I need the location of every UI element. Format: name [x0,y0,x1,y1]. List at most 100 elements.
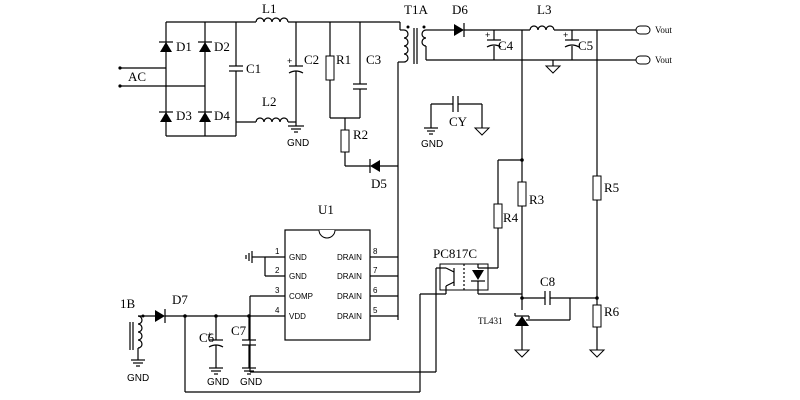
r6-label: R6 [604,304,620,319]
aux-winding-1b [129,314,155,367]
gnd-label-top: GND [287,138,309,149]
vout-terminal-2 [630,55,651,65]
c1-label: C1 [246,61,261,76]
u1-pin7-name: DRAIN [337,272,362,281]
diode-d5 [369,159,380,173]
u1-pin6-name: DRAIN [337,292,362,301]
ground-symbol-top [288,125,304,133]
capacitor-c1 [229,22,243,136]
r4-label: R4 [503,210,519,225]
comp-feedback-wire [249,296,437,373]
u1-pin5-name: DRAIN [337,312,362,321]
capacitor-c4: + [485,30,502,60]
resistor-r5 [592,175,602,201]
ground-symbol-u1 [245,251,265,263]
c4-label: C4 [498,38,514,53]
gnd-label-c6: GND [207,377,229,388]
inductor-l2 [236,117,296,123]
vout-label-1: Vout [655,25,672,35]
controller-u1 [284,229,371,341]
u1-pin5-num: 5 [373,306,378,315]
r5-label: R5 [604,180,619,195]
u1-pin1-name: GND [289,253,307,262]
c2-label: C2 [304,52,319,67]
transformer-t1a [397,22,520,320]
svg-text:+: + [563,30,568,40]
d1-label: D1 [176,39,192,54]
u1-pin-4: 4 VDD [185,306,306,321]
tl431-label: TL431 [478,316,503,326]
resistor-r2 [340,129,350,153]
r2-label: R2 [353,127,368,142]
bridge-rectifier: D1 D2 D3 D4 [159,21,236,137]
tl431-regulator [513,274,571,358]
u1-pin2-num: 2 [275,266,280,275]
gnd-label-b: GND [127,373,149,384]
resistor-r3 [517,181,527,207]
d3-label: D3 [176,108,192,123]
ground-symbol-secondary [544,60,562,74]
l1-label: L1 [262,1,276,16]
u1-label: U1 [318,202,334,217]
vout-terminal-1 [630,25,651,35]
diode-d2 [198,41,212,52]
resistor-r4 [493,203,503,229]
gnd-label-c7: GND [240,377,262,388]
ac-label: AC [128,69,146,84]
b1-label: 1B [120,296,136,311]
resistor-r1 [325,55,335,81]
diode-d4 [198,111,212,122]
u1-pin2-name: GND [289,272,307,281]
cy-label: CY [449,114,468,129]
diode-d3 [159,111,173,122]
u1-pin7-num: 7 [373,266,378,275]
c7-label: C7 [231,323,247,338]
gnd-label-cy: GND [421,139,443,150]
u1-pin8-name: DRAIN [337,253,362,262]
capacitor-c7 [242,316,256,375]
u1-pin4-name: VDD [289,312,306,321]
optocoupler-pc817c [419,263,522,392]
c8-label: C8 [540,274,555,289]
inductor-l1 [236,17,330,23]
d5-label: D5 [371,176,387,191]
u1-pin-3: 3 COMP [250,286,313,301]
snubber-network [325,21,400,173]
d4-label: D4 [214,108,230,123]
l3-label: L3 [537,2,551,17]
svg-text:+: + [207,330,212,340]
u1-pin3-num: 3 [275,286,280,295]
u1-pin-7: 7 DRAIN [337,266,398,281]
u1-pin8-num: 8 [373,247,378,256]
t1a-label: T1A [404,2,428,17]
pc817c-label: PC817C [433,246,477,261]
u1-pin1-num: 1 [275,247,280,256]
u1-pin-2: 2 GND [265,266,307,281]
d7-label: D7 [172,292,188,307]
vout-label-2: Vout [655,55,672,65]
u1-pin-6: 6 DRAIN [337,286,398,301]
u1-pin-5: 5 DRAIN [337,306,398,321]
r3-label: R3 [529,192,544,207]
capacitor-c6: + [207,316,224,375]
u1-pin-1: 1 GND [265,247,307,262]
l2-label: L2 [262,94,276,109]
ac-input: AC [118,66,166,88]
inductor-l3 [529,25,630,31]
d2-label: D2 [214,39,230,54]
svg-text:+: + [485,30,490,40]
resistor-r6 [592,304,602,328]
c5-label: C5 [578,38,593,53]
feedback-network [493,30,606,358]
svg-text:+: + [287,56,292,66]
d6-label: D6 [452,2,468,17]
u1-pin4-num: 4 [275,306,280,315]
c3-label: C3 [366,52,381,67]
u1-pin6-num: 6 [373,286,378,295]
diode-d6 [440,23,530,37]
capacitor-c5: + [563,30,580,60]
capacitor-cy [424,96,491,136]
r1-label: R1 [336,52,351,67]
